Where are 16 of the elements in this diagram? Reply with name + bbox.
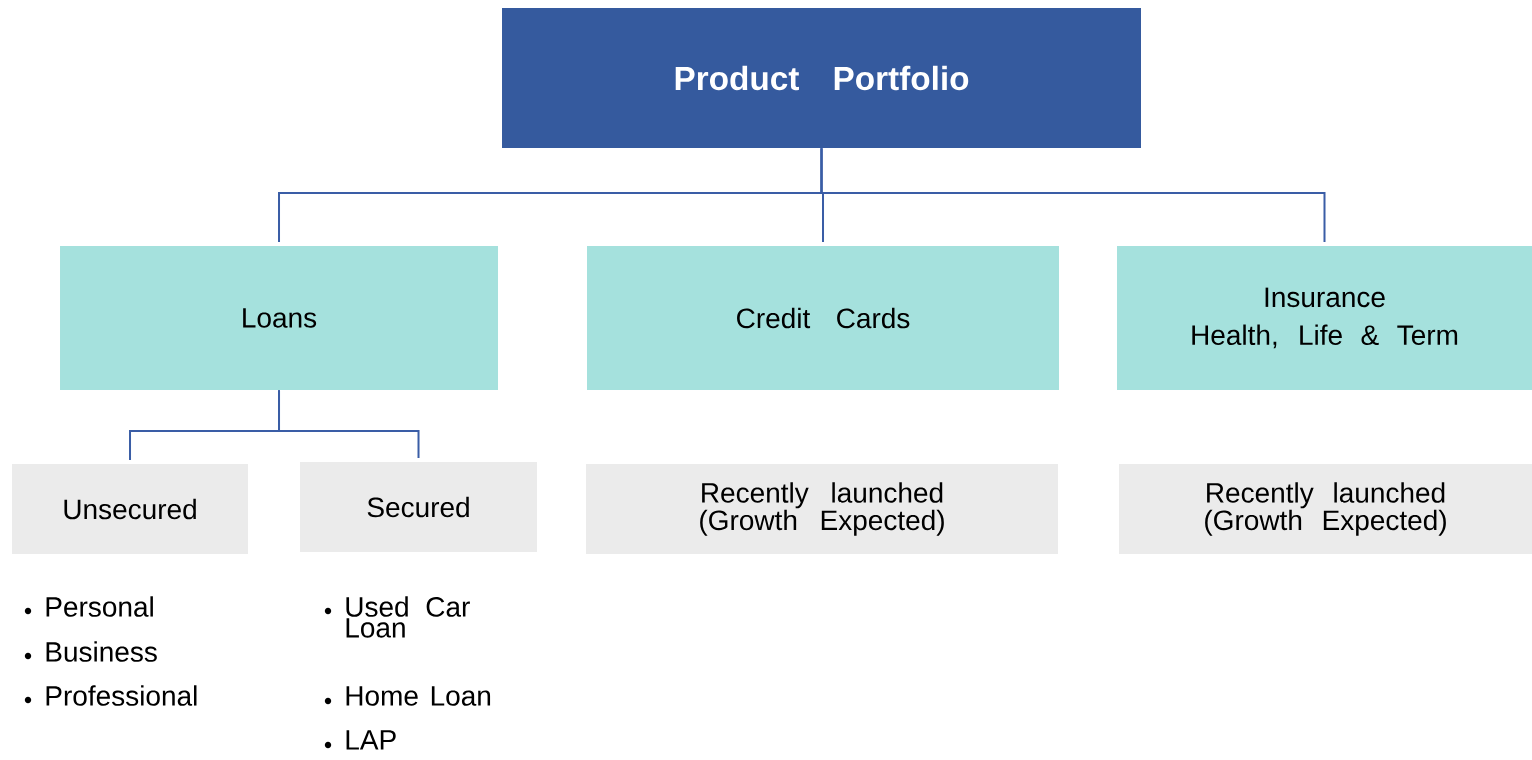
- sub-box: Recently launched (Growth Expected): [1119, 464, 1532, 554]
- sub-box: Recently launched (Growth Expected): [586, 464, 1058, 554]
- category-box: Credit Cards: [587, 246, 1059, 390]
- list-item: Used Car Loan: [346, 596, 470, 638]
- list-item: Personal: [46, 596, 153, 617]
- list-item: Professional: [46, 685, 197, 706]
- sub-box: Unsecured: [12, 464, 248, 554]
- category-box: Insurance Health, Life & Term: [1117, 246, 1532, 390]
- connector-line: [278, 389, 420, 459]
- category-box: Loans: [60, 246, 498, 390]
- title-box: Product Portfolio: [502, 8, 1141, 148]
- list-item: Business: [46, 641, 157, 662]
- list-item: Home Loan: [346, 686, 491, 706]
- list-item: LAP: [346, 730, 396, 750]
- connector-line: [820, 147, 1326, 243]
- sub-box: Secured: [300, 462, 537, 552]
